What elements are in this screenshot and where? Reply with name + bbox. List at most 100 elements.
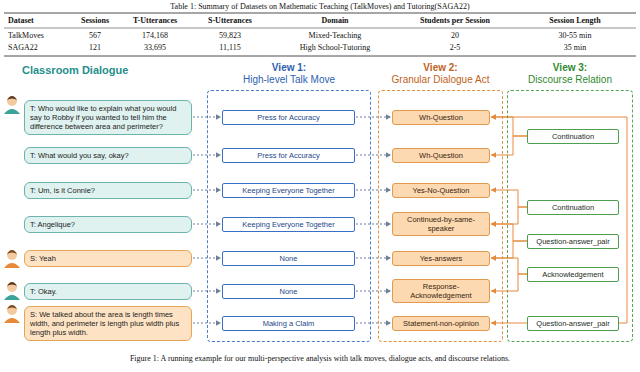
view-region: View 3:Discourse RelationContinuationCon… [507, 90, 633, 342]
table-cell: 33,695 [85, 43, 225, 53]
mapping-arrow [356, 255, 391, 261]
view-heading: View 3:Discourse Relation [508, 62, 632, 86]
talk-move-box: Press for Accuracy [222, 148, 355, 163]
node-text: Wh-Question [396, 113, 486, 122]
arrow-head [386, 320, 391, 326]
column-title: Classroom Dialogue [22, 64, 128, 77]
relation-link [491, 136, 527, 158]
table-cell: 20 [385, 31, 525, 41]
dialogue-act-box: Yes-answers [392, 251, 490, 266]
arrow-head [386, 288, 391, 294]
discourse-relation-box: Question-answer_pair [527, 234, 619, 249]
table-header: Students per Session [385, 16, 525, 26]
dialogue-act-box: Statement-non-opinion [392, 316, 490, 331]
table-cell: Mixed-Teaching [265, 31, 405, 41]
relation-link [491, 320, 527, 326]
table-header: T-Utterances [85, 16, 225, 26]
arrow-head [491, 187, 496, 193]
view-title: Discourse Relation [508, 74, 632, 86]
arrow-head [216, 255, 221, 261]
arrow-head [216, 114, 221, 120]
relation-link [491, 274, 527, 294]
node-text: Question-answer_pair [531, 319, 615, 328]
mapping-arrow [356, 320, 391, 326]
table-rule [4, 28, 636, 29]
dialogue-act-box: Wh-Question [392, 110, 490, 125]
node-text: None [226, 287, 351, 296]
table-caption: Table 1: Summary of Datasets on Mathemat… [0, 2, 640, 12]
table-cell: 174,168 [85, 31, 225, 41]
mapping-arrow [356, 114, 391, 120]
node-text: Keeping Everyone Together [226, 186, 351, 195]
node-text: Response-Acknowledgement [396, 282, 486, 300]
node-text: Continued-by-same-speaker [396, 215, 486, 233]
table-rule [4, 56, 636, 57]
node-text: T: Angelique? [30, 220, 186, 229]
node-text: T: Okay. [30, 287, 186, 296]
arrow-head [491, 114, 496, 120]
arrow-head [386, 114, 391, 120]
node-text: S: Yeah [30, 254, 186, 263]
connector-line [356, 190, 391, 191]
node-text: T: Who would like to explain what you wo… [30, 104, 186, 131]
arrow-head [491, 221, 496, 227]
discourse-relation-box: Acknowledgement [527, 267, 619, 282]
figure-caption: Figure 1: A running example for our mult… [0, 354, 640, 364]
discourse-relation-box: Continuation [527, 129, 619, 144]
arrow-head [386, 187, 391, 193]
teacher-avatar [4, 282, 20, 300]
view-region: View 2:Granular Dialogue ActWh-QuestionW… [378, 90, 503, 342]
connector-line [491, 190, 527, 207]
table-cell: High School-Tutoring [265, 43, 405, 53]
arrow-head [386, 255, 391, 261]
view-title: View 3: [508, 62, 632, 74]
view-region: View 1:High-level Talk MovePress for Acc… [207, 90, 371, 342]
arrow-head [386, 152, 391, 158]
table-cell: 11,115 [160, 43, 300, 53]
talk-move-box: Press for Accuracy [222, 110, 355, 125]
node-text: Statement-non-opinion [396, 319, 486, 328]
arrow-head [216, 152, 221, 158]
node-text: Acknowledgement [531, 270, 615, 279]
connector-line [491, 241, 527, 258]
view-heading: View 2:Granular Dialogue Act [379, 62, 502, 86]
node-text: Continuation [531, 132, 615, 141]
talk-move-box: Keeping Everyone Together [222, 183, 355, 198]
view-title: View 1: [208, 62, 370, 74]
mapping-arrow [356, 221, 391, 227]
table-cell: 2-5 [385, 43, 525, 53]
relation-link [491, 187, 527, 207]
connector-line [491, 224, 527, 241]
connector-line [491, 323, 527, 324]
connector-line [356, 155, 391, 156]
connector-line [491, 258, 527, 274]
node-text: T: What would you say, okay? [30, 151, 186, 160]
dialogue-act-box: Response-Acknowledgement [392, 279, 490, 303]
dialogue-bubble: S: We talked about the area is length ti… [24, 306, 192, 341]
connector-line [491, 117, 527, 136]
view-title: View 2: [379, 62, 502, 74]
dialogue-bubble: T: Um, is it Connie? [24, 182, 192, 199]
node-text: Yes-answers [396, 254, 486, 263]
arrow-head [491, 255, 496, 261]
table-header: Domain [265, 16, 405, 26]
arrow-head [216, 187, 221, 193]
table-header: S-Utterances [160, 16, 300, 26]
dialogue-act-box: Continued-by-same-speaker [392, 212, 490, 236]
node-text: Press for Accuracy [226, 113, 351, 122]
talk-move-box: None [222, 284, 355, 299]
dialogue-bubble: S: Yeah [24, 250, 192, 267]
relation-link [491, 255, 527, 274]
table-cell: TalkMoves [8, 31, 44, 41]
arrow-head [216, 288, 221, 294]
connector-line [356, 224, 391, 225]
mapping-arrow [356, 152, 391, 158]
relation-link [491, 114, 627, 323]
view-title: Granular Dialogue Act [379, 74, 502, 86]
table-cell: 35 min [505, 43, 640, 53]
node-text: S: We talked about the area is length ti… [30, 310, 186, 337]
node-text: Press for Accuracy [226, 151, 351, 160]
talk-move-box: Keeping Everyone Together [222, 217, 355, 232]
table-cell: SAGA22 [8, 43, 38, 53]
